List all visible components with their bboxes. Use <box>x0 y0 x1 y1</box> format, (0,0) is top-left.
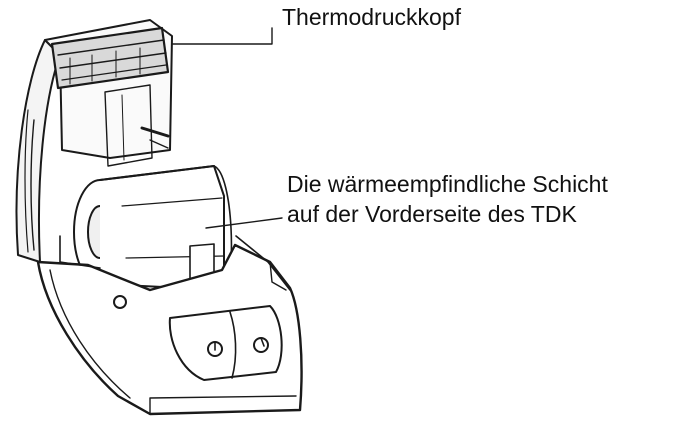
front-panel <box>168 305 283 381</box>
label-heat-layer-line2: auf der Vorderseite des TDK <box>287 201 577 227</box>
thermal-printhead <box>50 26 170 90</box>
printer-inner-frame <box>104 84 170 167</box>
label-heat-layer-line1: Die wärmeempfindliche Schicht <box>287 171 608 197</box>
leader-line-layer <box>205 217 283 229</box>
leader-line-printhead <box>171 27 273 45</box>
label-printhead: Thermodruckkopf <box>282 4 461 30</box>
